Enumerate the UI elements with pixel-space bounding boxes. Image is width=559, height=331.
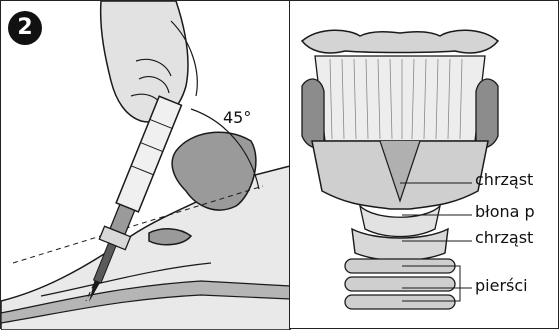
- superior-horn-right: [476, 79, 498, 148]
- thyroid-cartilage: [172, 132, 256, 210]
- label-tracheal-rings: pierści: [475, 276, 528, 295]
- label-cricoid-cartilage: chrząst: [475, 228, 533, 247]
- label-cricothyroid-membrane: błona p: [475, 202, 535, 221]
- superior-horn-left: [302, 79, 324, 148]
- procedure-panel: 2 45°: [0, 0, 290, 329]
- step-number-badge: 2: [8, 11, 42, 45]
- tracheal-ring: [345, 295, 455, 309]
- thyrohyoid-membrane: [315, 56, 485, 141]
- needle-insertion-illustration: [1, 1, 291, 330]
- tracheal-ring: [345, 277, 455, 291]
- label-thyroid-cartilage: chrząst: [475, 170, 533, 189]
- hyoid-bone: [302, 30, 498, 53]
- angle-label: 45°: [223, 108, 251, 127]
- cricothyroid-membrane: [360, 206, 440, 237]
